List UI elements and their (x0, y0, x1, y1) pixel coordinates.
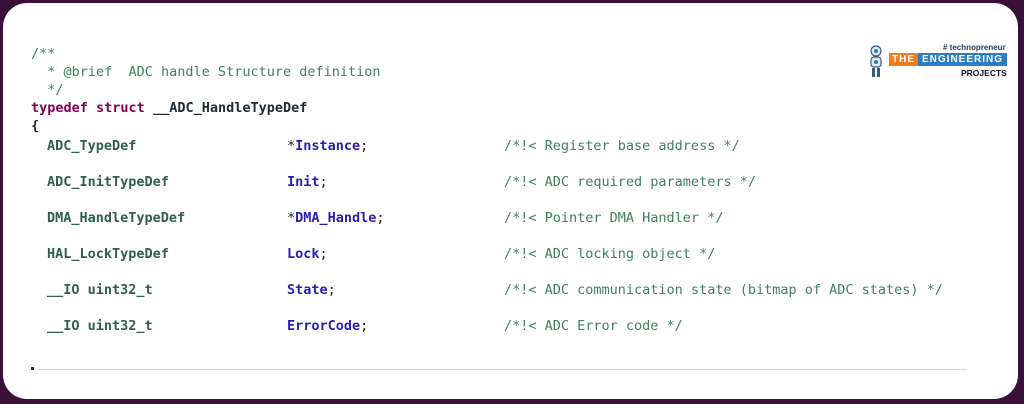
doc-comment-close: */ (31, 82, 64, 98)
member-comment: /*!< ADC locking object */ (504, 246, 716, 262)
struct-keyword: struct (96, 100, 145, 116)
struct-member: __IO uint32_t State; /*!< ADC communicat… (31, 281, 991, 299)
member-type: ADC_TypeDef (47, 138, 137, 154)
open-brace: { (31, 118, 40, 134)
member-comment: /*!< Pointer DMA Handler */ (504, 210, 724, 226)
member-comment: /*!< Register base address */ (504, 138, 740, 154)
struct-declaration: typedef struct __ADC_HandleTypeDef (31, 99, 307, 117)
struct-name: __ADC_HandleTypeDef (152, 100, 308, 116)
logo-tagline: # technopreneur (943, 43, 1006, 52)
member-field: *DMA_Handle; (287, 210, 385, 226)
member-field: *Instance; (287, 138, 369, 154)
struct-member: DMA_HandleTypeDef *DMA_Handle; /*!< Poin… (31, 209, 991, 227)
member-type: __IO uint32_t (47, 318, 153, 334)
typedef-keyword: typedef (31, 100, 88, 116)
logo-engineering: ENGINEERING (918, 53, 1008, 66)
member-type: __IO uint32_t (47, 282, 153, 298)
member-field: State; (287, 282, 336, 298)
member-type: ADC_InitTypeDef (47, 174, 169, 190)
member-field: Lock; (287, 246, 328, 262)
logo-projects: PROJECTS (961, 68, 1007, 78)
member-type: HAL_LockTypeDef (47, 246, 169, 262)
logo-band: THE ENGINEERING (889, 53, 1008, 66)
cursor-dot (31, 367, 34, 370)
engineering-projects-logo: # technopreneur THE ENGINEERING PROJECTS (865, 43, 1008, 83)
doc-comment-open: /** (31, 46, 56, 62)
member-comment: /*!< ADC communication state (bitmap of … (504, 282, 943, 298)
struct-member: __IO uint32_t ErrorCode; /*!< ADC Error … (31, 317, 991, 335)
member-comment: /*!< ADC required parameters */ (504, 174, 756, 190)
member-field: ErrorCode; (287, 318, 369, 334)
divider-line (37, 369, 967, 370)
robot-icon (870, 45, 882, 77)
struct-member: HAL_LockTypeDef Lock; /*!< ADC locking o… (31, 245, 991, 263)
member-type: DMA_HandleTypeDef (47, 210, 186, 226)
member-comment: /*!< ADC Error code */ (504, 318, 683, 334)
screenshot-frame: /** * @brief ADC handle Structure defini… (3, 3, 1018, 399)
struct-member: ADC_InitTypeDef Init; /*!< ADC required … (31, 173, 991, 191)
struct-member: ADC_TypeDef *Instance; /*!< Register bas… (31, 137, 991, 155)
doc-comment-brief: * @brief ADC handle Structure definition (31, 64, 381, 80)
logo-the: THE (889, 53, 918, 66)
member-field: Init; (287, 174, 328, 190)
